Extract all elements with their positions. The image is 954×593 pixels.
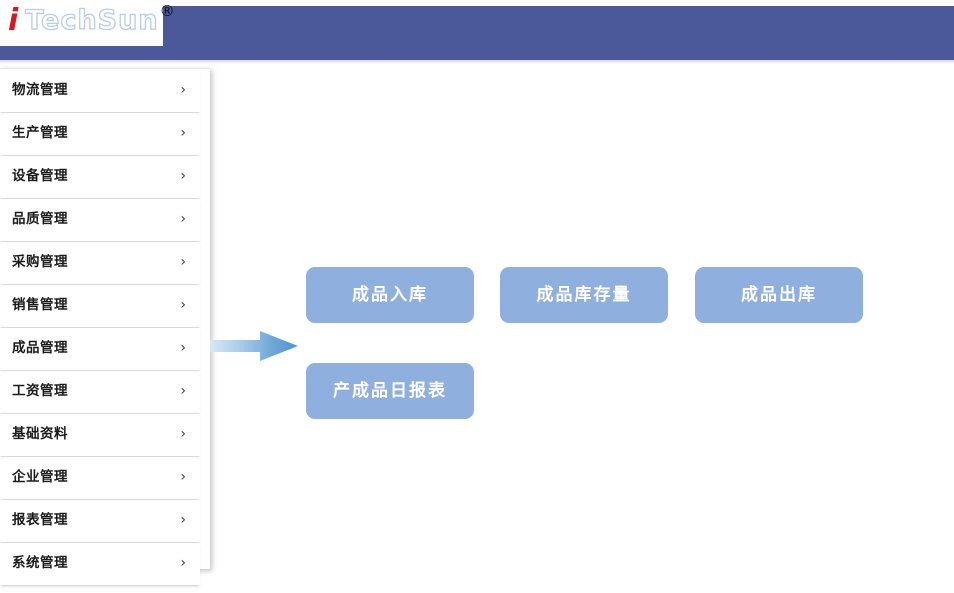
sidebar-item-label: 成品管理 (12, 340, 68, 356)
chevron-right-icon: › (180, 555, 186, 571)
tile-button-label: 成品入库 (352, 285, 428, 305)
chevron-right-icon: › (180, 254, 186, 270)
chevron-right-icon: › (180, 168, 186, 184)
chevron-right-icon: › (180, 426, 186, 442)
sidebar-item-10[interactable]: 企业管理 › (0, 457, 200, 499)
flow-arrow-icon (210, 331, 298, 361)
registered-trademark-icon: ® (159, 2, 175, 20)
sidebar-item-7[interactable]: 成品管理 › (0, 328, 200, 370)
tile-button-1[interactable]: 成品入库 (306, 267, 474, 323)
sidebar-item-label: 采购管理 (12, 254, 68, 270)
tile-button-2[interactable]: 成品库存量 (500, 267, 668, 323)
sidebar-item-3[interactable]: 设备管理 › (0, 156, 200, 198)
sidebar-item-5[interactable]: 采购管理 › (0, 242, 200, 284)
sidebar: 物流管理 › 生产管理 › 设备管理 › 品质管理 › 采购管理 › 销售管理 › 成品管理 › 工资管理 ›… (0, 68, 210, 585)
sidebar-item-6[interactable]: 销售管理 › (0, 285, 200, 327)
sidebar-item-label: 企业管理 (12, 469, 68, 485)
chevron-right-icon: › (180, 512, 186, 528)
header-shadow (0, 60, 954, 64)
tile-button-label: 成品库存量 (536, 285, 632, 305)
sidebar-item-label: 销售管理 (12, 297, 68, 313)
sidebar-item-label: 物流管理 (12, 82, 68, 98)
tile-button-label: 成品出库 (741, 285, 817, 305)
sidebar-item-label: 基础资料 (12, 426, 68, 442)
logo-wordmark: TechSun (25, 4, 159, 36)
sidebar-item-9[interactable]: 基础资料 › (0, 414, 200, 456)
sidebar-item-1[interactable]: 物流管理 › (0, 70, 200, 112)
sidebar-menu: 物流管理 › 生产管理 › 设备管理 › 品质管理 › 采购管理 › 销售管理 › 成品管理 › 工资管理 ›… (0, 70, 200, 586)
chevron-right-icon: › (180, 82, 186, 98)
sidebar-item-label: 系统管理 (12, 555, 68, 571)
sidebar-item-label: 品质管理 (12, 211, 68, 227)
sidebar-item-12[interactable]: 系统管理 › (0, 543, 200, 585)
tile-button-label: 产成品日报表 (333, 381, 447, 401)
chevron-right-icon: › (180, 211, 186, 227)
sidebar-item-label: 工资管理 (12, 383, 68, 399)
sidebar-item-4[interactable]: 品质管理 › (0, 199, 200, 241)
sidebar-item-2[interactable]: 生产管理 › (0, 113, 200, 155)
sidebar-item-label: 生产管理 (12, 125, 68, 141)
chevron-right-icon: › (180, 297, 186, 313)
chevron-right-icon: › (180, 125, 186, 141)
sidebar-item-11[interactable]: 报表管理 › (0, 500, 200, 542)
tile-button-3[interactable]: 成品出库 (695, 267, 863, 323)
sidebar-item-label: 设备管理 (12, 168, 68, 184)
sidebar-item-8[interactable]: 工资管理 › (0, 371, 200, 413)
chevron-right-icon: › (180, 383, 186, 399)
sidebar-item-label: 报表管理 (12, 512, 68, 528)
logo-initial: i (8, 3, 19, 38)
chevron-right-icon: › (180, 340, 186, 356)
chevron-right-icon: › (180, 469, 186, 485)
tile-button-4[interactable]: 产成品日报表 (306, 363, 474, 419)
